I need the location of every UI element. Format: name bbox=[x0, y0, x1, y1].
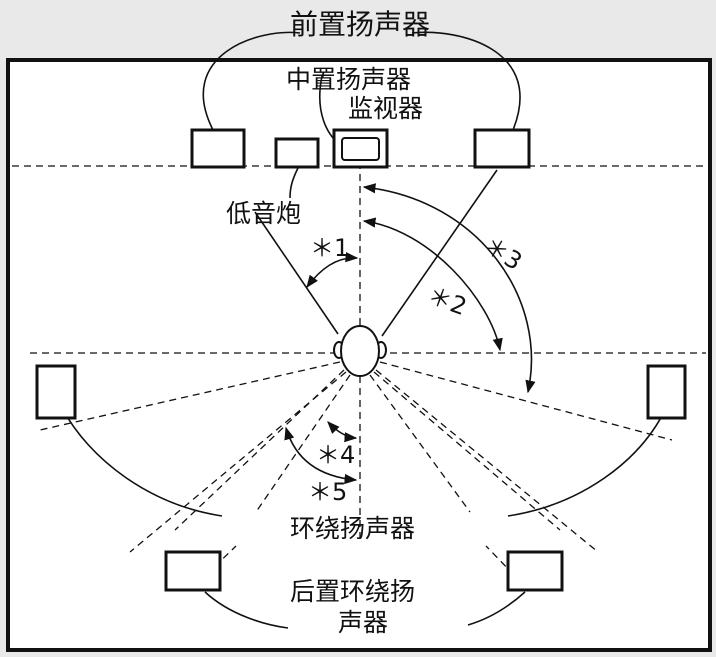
left-surround-arc bbox=[61, 407, 223, 517]
center-speaker-label: 中置扬声器 bbox=[286, 65, 411, 94]
angle-arcs bbox=[284, 183, 536, 485]
right-rear-arc bbox=[467, 591, 526, 626]
subwoofer bbox=[274, 137, 320, 169]
fan-line bbox=[39, 361, 341, 431]
right-rear-speaker bbox=[506, 550, 564, 592]
left-rear-speaker bbox=[164, 550, 222, 592]
right-surround-arc bbox=[507, 407, 667, 517]
listener-face bbox=[340, 325, 380, 377]
fan-line bbox=[129, 371, 347, 553]
front-speakers-arc bbox=[202, 31, 521, 131]
listener-head bbox=[333, 325, 387, 377]
surround-speakers-label: 环绕扬声器 bbox=[290, 514, 415, 543]
front-speakers-label: 前置扬声器 bbox=[290, 8, 430, 41]
fan-line bbox=[373, 371, 561, 531]
front-right-speaker bbox=[473, 128, 531, 169]
angle-arc-3 bbox=[362, 183, 536, 394]
rear-surround-label-line2: 声器 bbox=[338, 608, 388, 637]
devices bbox=[35, 128, 687, 592]
angle-label-1: ＊1 bbox=[310, 234, 349, 262]
fan-line bbox=[369, 374, 471, 513]
center-speaker bbox=[341, 137, 380, 161]
left-rear-arc bbox=[204, 591, 289, 629]
front-left-speaker bbox=[190, 128, 246, 169]
subwoofer-pointer-line bbox=[289, 167, 299, 199]
angle-arc-1 bbox=[306, 252, 359, 289]
right-surround-speaker bbox=[646, 364, 687, 420]
fan-line bbox=[255, 374, 351, 513]
left-surround-speaker bbox=[35, 364, 77, 420]
monitor-label: 监视器 bbox=[348, 94, 423, 123]
subwoofer-label: 低音炮 bbox=[226, 199, 301, 228]
angle-arc-5 bbox=[284, 426, 358, 485]
angle-label-4: ＊4 bbox=[316, 441, 355, 469]
rear-surround-label-line1: 后置环绕扬 bbox=[290, 577, 415, 606]
angle-label-5: ＊5 bbox=[308, 478, 347, 506]
left-front-sight-line bbox=[254, 211, 339, 335]
